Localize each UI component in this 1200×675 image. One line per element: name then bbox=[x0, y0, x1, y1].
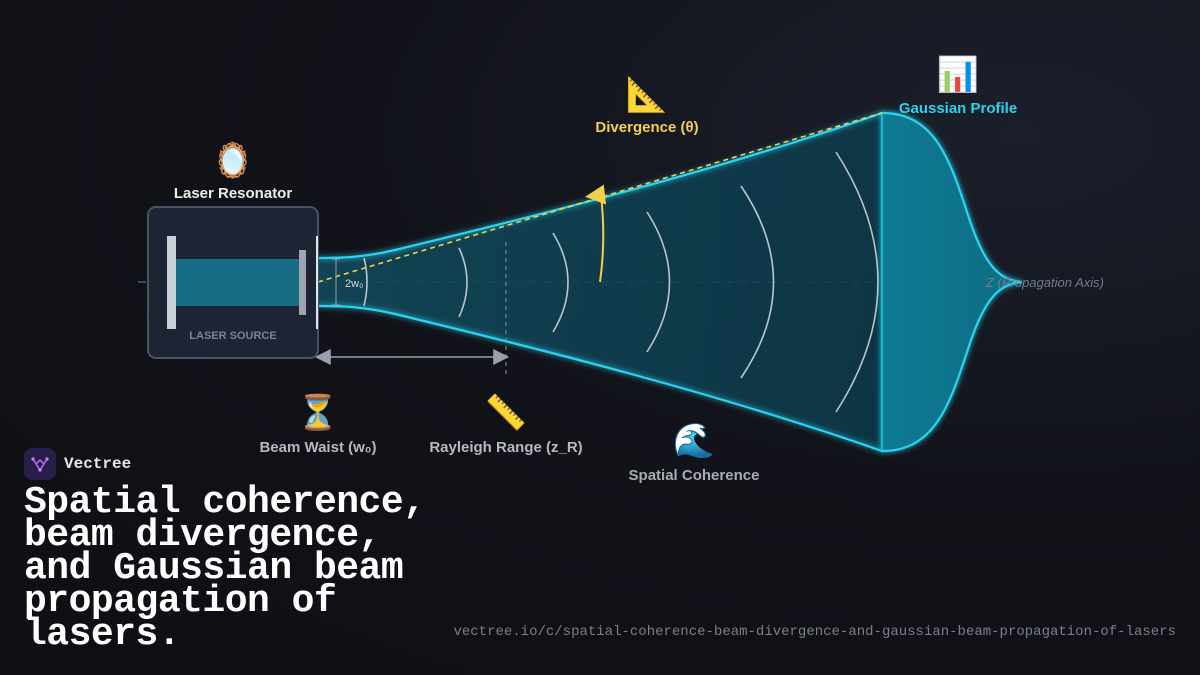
bar-chart-icon: 📊 bbox=[937, 55, 979, 95]
source-url[interactable]: vectree.io/c/spatial-coherence-beam-dive… bbox=[453, 624, 1176, 640]
gain-medium bbox=[176, 259, 300, 306]
wavefronts bbox=[363, 151, 879, 413]
laser-source-box: LASER SOURCE bbox=[147, 206, 319, 359]
rayleigh-range-label: Rayleigh Range (z_R) bbox=[429, 439, 582, 456]
wavefront bbox=[646, 211, 671, 353]
wavefront bbox=[835, 151, 879, 413]
waist-symbol: 2w₀ bbox=[345, 278, 364, 290]
wavefront bbox=[363, 257, 368, 307]
mirror-icon: 🪞 bbox=[212, 141, 254, 181]
beam-waist-label: Beam Waist (w₀) bbox=[259, 439, 376, 456]
wave-icon: 🌊 bbox=[673, 421, 715, 461]
vectree-logo-icon bbox=[24, 448, 56, 480]
gaussian-profile-label: Gaussian Profile bbox=[899, 100, 1017, 117]
laser-resonator-label: Laser Resonator bbox=[174, 185, 293, 202]
hourglass-icon: ⏳ bbox=[297, 393, 339, 433]
divergence-line bbox=[317, 112, 883, 283]
wavefront bbox=[458, 247, 468, 318]
gaussian-profile-curve bbox=[880, 111, 1023, 453]
beam-edge-upper bbox=[317, 111, 883, 260]
brand-name: Vectree bbox=[64, 455, 132, 473]
laser-source-label: LASER SOURCE bbox=[189, 330, 276, 342]
divergence-label: Divergence (θ) bbox=[595, 119, 698, 136]
axis-label: Z (Propagation Axis) bbox=[985, 275, 1104, 290]
ruler-icon: 📏 bbox=[485, 393, 527, 433]
wavefront bbox=[740, 185, 775, 379]
rear-mirror bbox=[167, 236, 176, 329]
wavefront bbox=[552, 232, 569, 333]
page-title: Spatial coherence, beam divergence, and … bbox=[24, 481, 426, 656]
divergence-arrow bbox=[585, 184, 607, 283]
triangular-ruler-icon: 📐 bbox=[626, 75, 668, 115]
brand: Vectree bbox=[24, 447, 131, 481]
output-coupler bbox=[299, 250, 306, 315]
spatial-coherence-label: Spatial Coherence bbox=[629, 467, 760, 484]
beam-edge-lower bbox=[317, 304, 883, 453]
